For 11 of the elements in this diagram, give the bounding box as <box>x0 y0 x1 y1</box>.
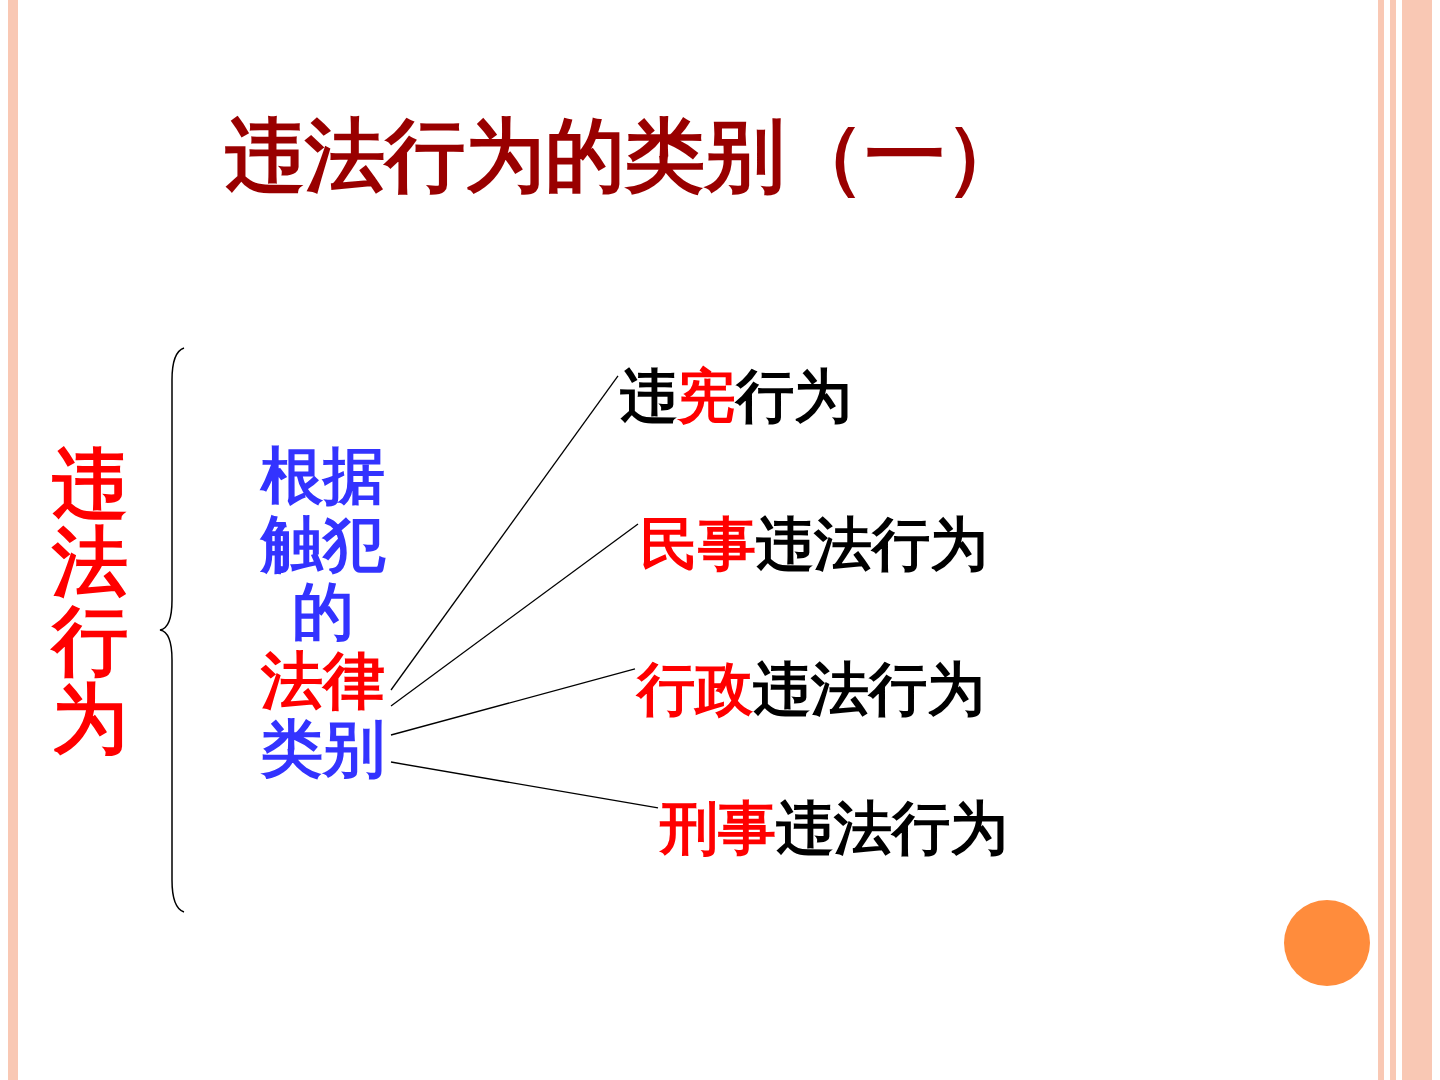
vertical-label: 违法行为 <box>52 445 134 759</box>
category-item: 行政违法行为 <box>637 655 1057 725</box>
category-item: 违宪行为 <box>620 362 920 432</box>
category-item: 民事违法行为 <box>640 510 1060 580</box>
title: 违法行为的类别（一） <box>225 108 1025 204</box>
connector-line <box>390 668 636 736</box>
connector-line <box>390 523 639 707</box>
connector-line <box>390 761 659 809</box>
category-label: 根据触犯的 法律 类别 <box>255 442 391 783</box>
connector-line <box>390 375 619 691</box>
category-item: 刑事违法行为 <box>660 794 1080 864</box>
